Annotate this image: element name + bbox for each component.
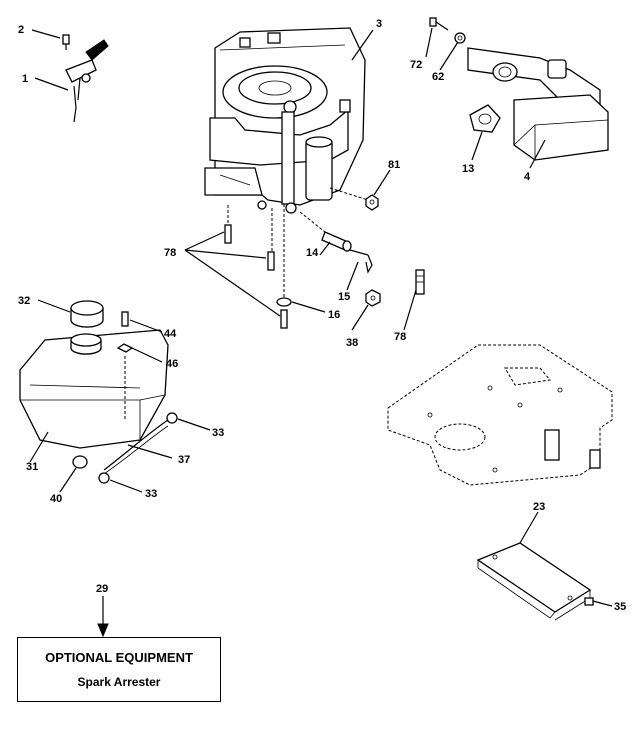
nut-part-81 [365, 194, 379, 211]
bolt-part-78-mid [267, 251, 275, 271]
bolt-part-72 [429, 17, 449, 31]
optional-equipment-title: OPTIONAL EQUIPMENT [45, 650, 193, 665]
optional-equipment-item: Spark Arrester [77, 675, 161, 689]
callout-37: 37 [178, 454, 190, 466]
muffler-part [467, 47, 609, 161]
callout-33-lower: 33 [145, 488, 157, 500]
clamp-part-33-upper [166, 412, 178, 424]
callout-78-right: 78 [394, 331, 406, 343]
callout-72: 72 [410, 59, 422, 71]
fuel-tank-part [19, 329, 169, 449]
optional-equipment-box: OPTIONAL EQUIPMENT Spark Arrester [17, 637, 221, 702]
callout-33-upper: 33 [212, 427, 224, 439]
callout-44: 44 [164, 328, 177, 340]
callout-15: 15 [338, 291, 350, 303]
callout-23: 23 [533, 501, 545, 513]
mounting-plate-part [387, 344, 613, 486]
callout-29: 29 [96, 583, 108, 595]
clamp-part-33-lower [98, 472, 110, 484]
washer-part-62 [454, 32, 466, 44]
leader-lines [29, 27, 613, 607]
bracket-part-23 [476, 542, 592, 621]
callout-78-left: 78 [164, 247, 176, 259]
callout-31: 31 [26, 461, 38, 473]
callout-62: 62 [432, 71, 444, 83]
exhaust-port-part [492, 62, 518, 82]
callout-40: 40 [50, 493, 62, 505]
screw-part-44 [121, 311, 129, 327]
bolt-part-78-left [224, 224, 232, 244]
callout-16: 16 [328, 309, 340, 321]
callout-1: 1 [22, 73, 28, 85]
bolt-part-78-lone [415, 269, 425, 295]
engine-part [204, 27, 366, 214]
spacer-part-14 [321, 231, 352, 252]
grommet-part-40 [72, 455, 88, 469]
screw-part-2 [62, 34, 70, 50]
callout-14: 14 [306, 247, 319, 259]
callout-35: 35 [614, 601, 626, 613]
callout-2: 2 [18, 24, 24, 36]
callout-46: 46 [166, 358, 178, 370]
callout-32: 32 [18, 295, 30, 307]
gasket-part-13 [469, 104, 501, 133]
screw-part-35 [584, 597, 605, 606]
throttle-control-part [65, 39, 109, 123]
washer-part-16 [276, 297, 292, 307]
callout-81: 81 [388, 159, 400, 171]
link-part-15 [349, 249, 373, 274]
callout-4: 4 [524, 171, 531, 183]
callout-38: 38 [346, 337, 358, 349]
callout-13: 13 [462, 163, 474, 175]
fuel-cap-part [70, 300, 104, 328]
bolt-part-78-right [280, 309, 288, 329]
arrow-29 [97, 596, 109, 638]
nut-part-38 [365, 289, 381, 307]
callout-3: 3 [376, 18, 382, 30]
